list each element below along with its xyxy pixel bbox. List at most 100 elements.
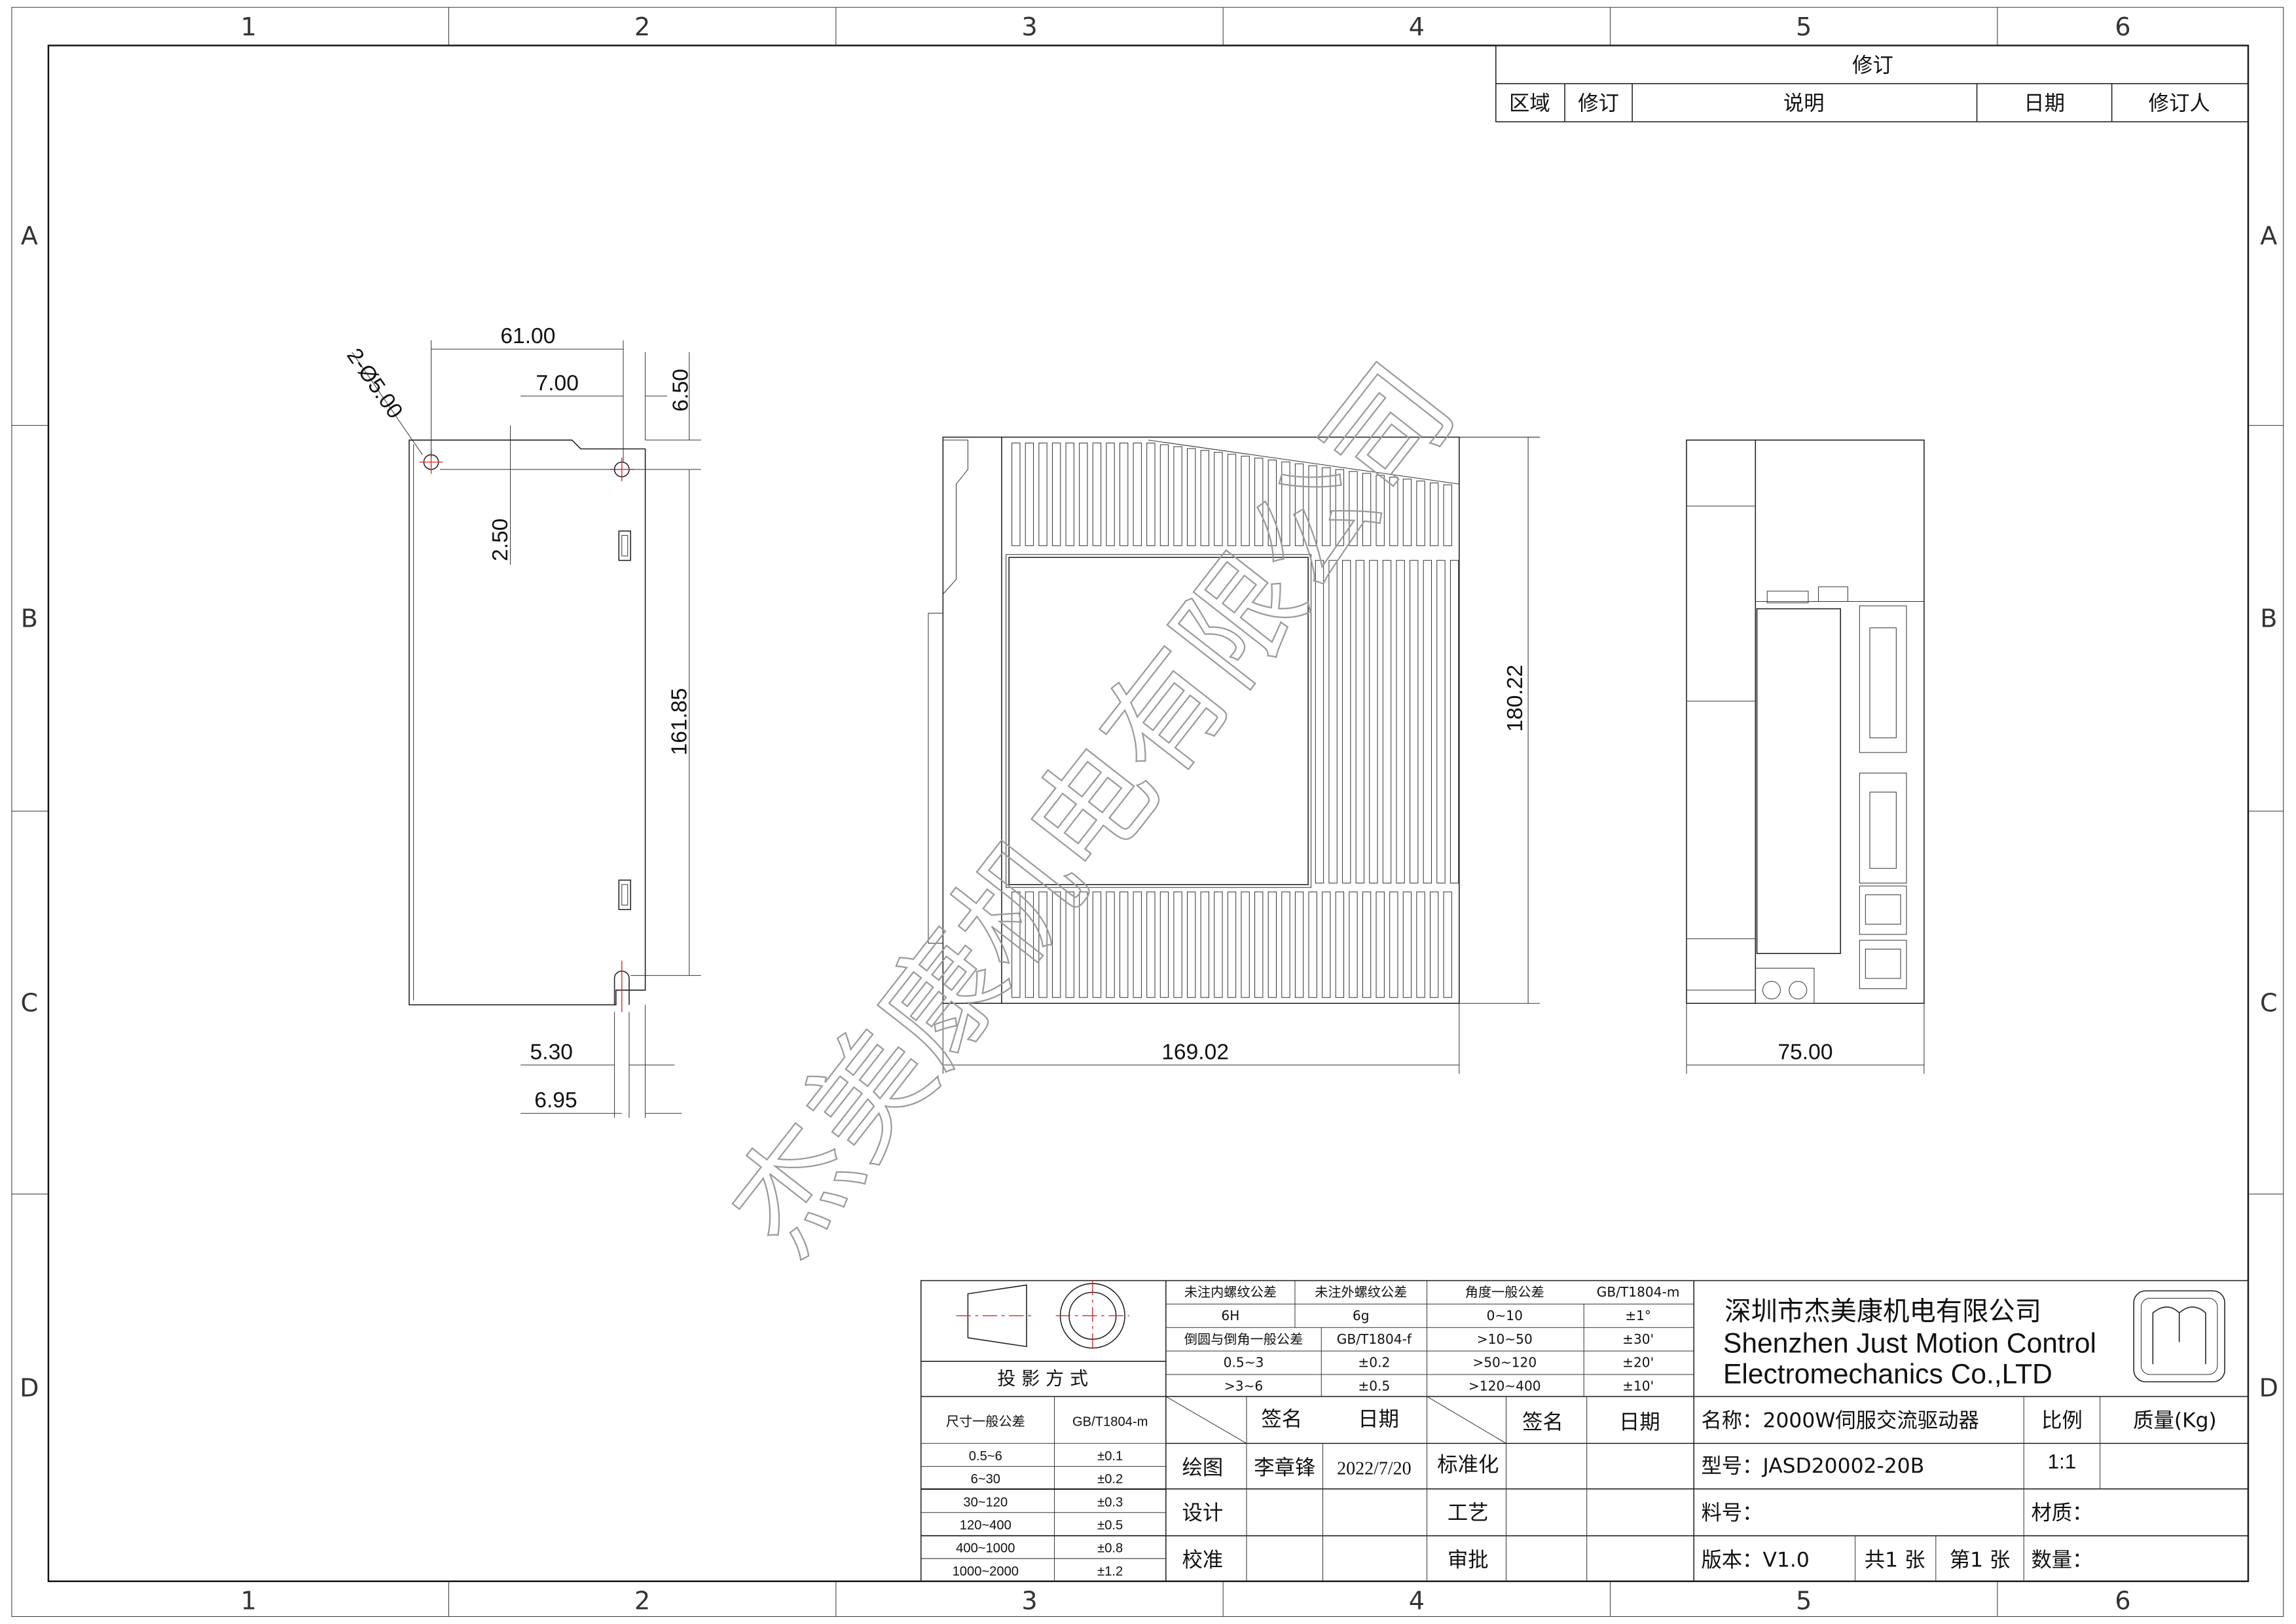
dim-6-5: 6.50 bbox=[669, 369, 693, 411]
material-label: 材质： bbox=[2031, 1502, 2092, 1525]
vent-slat bbox=[1294, 891, 1304, 998]
vent-slats bbox=[1011, 443, 1459, 998]
thread-table-cell: 0~10 bbox=[1487, 1308, 1523, 1323]
vent-slat bbox=[1065, 443, 1074, 546]
vent-slat bbox=[1443, 891, 1452, 998]
vent-slat bbox=[1092, 891, 1102, 998]
zone-column-label: 6 bbox=[2115, 12, 2130, 41]
tolerance-range: 400~1000 bbox=[956, 1541, 1015, 1556]
revision-header-date: 日期 bbox=[2024, 92, 2065, 115]
vent-slat bbox=[1349, 471, 1358, 546]
vent-slat bbox=[1389, 477, 1398, 546]
zone-row-label: D bbox=[20, 1374, 39, 1403]
zone-column-label: 4 bbox=[1409, 1586, 1425, 1615]
vent-slat bbox=[1376, 475, 1385, 546]
dim-hole: 2-Ø5.00 bbox=[342, 344, 407, 423]
vent-slat bbox=[1382, 560, 1392, 884]
tolerance-value: ±0.2 bbox=[1097, 1472, 1123, 1486]
dim-6-95: 6.95 bbox=[534, 1088, 577, 1113]
revision-header-zone: 区域 bbox=[1509, 92, 1550, 115]
vent-slat bbox=[1369, 560, 1378, 884]
vent-slat bbox=[1173, 891, 1182, 998]
scale-value: 1:1 bbox=[2048, 1450, 2077, 1473]
vent-slat bbox=[1416, 891, 1425, 998]
vent-slat bbox=[1436, 560, 1446, 884]
vent-slat bbox=[1241, 891, 1250, 998]
vent-slat bbox=[1038, 443, 1048, 546]
thread-table-cell: 未注外螺纹公差 bbox=[1315, 1284, 1407, 1300]
vent-slat bbox=[1389, 891, 1398, 998]
vent-slat bbox=[1281, 461, 1290, 546]
vent-slat bbox=[1119, 891, 1129, 998]
drawer-name: 李章锋 bbox=[1254, 1456, 1315, 1479]
thread-table-cell: GB/T1804-m bbox=[1597, 1284, 1680, 1300]
vent-slat bbox=[1214, 891, 1223, 998]
zone-column-label: 1 bbox=[241, 12, 257, 41]
vent-slat bbox=[1410, 560, 1419, 884]
front-window bbox=[1008, 557, 1309, 885]
zone-column-label: 3 bbox=[1021, 12, 1037, 41]
tolerance-range: 120~400 bbox=[960, 1518, 1011, 1532]
vent-slat bbox=[1159, 444, 1169, 546]
tolerance-value: ±0.5 bbox=[1097, 1518, 1123, 1532]
vent-slat bbox=[1038, 891, 1048, 998]
thread-table-cell: 未注内螺纹公差 bbox=[1184, 1284, 1277, 1300]
vent-slat bbox=[1342, 560, 1351, 884]
projection-label: 投 影 方 式 bbox=[997, 1368, 1088, 1390]
revision-header-desc: 说明 bbox=[1783, 92, 1825, 115]
product-model: 型号：JASD20002-20B bbox=[1701, 1454, 1924, 1478]
thread-table-cell: >50~120 bbox=[1472, 1355, 1537, 1371]
revision-table: 修订 区域 修订 说明 日期 修订人 bbox=[1495, 45, 2249, 122]
vent-slat bbox=[1146, 443, 1156, 546]
company-name-en-2: Electromechanics Co.,LTD bbox=[1723, 1358, 2052, 1390]
company-logo-icon bbox=[2133, 1290, 2225, 1382]
role-draw: 绘图 bbox=[1182, 1456, 1223, 1479]
vent-slat bbox=[1402, 891, 1412, 998]
thread-table-cell: ±10' bbox=[1622, 1378, 1654, 1394]
front-view: 180.22 169.02 bbox=[928, 436, 1540, 1074]
thread-table-cell: GB/T1804-f bbox=[1337, 1331, 1412, 1347]
draw-date: 2022/7/20 bbox=[1337, 1458, 1412, 1479]
tolerance-value: ±0.3 bbox=[1097, 1495, 1123, 1509]
vent-slat bbox=[1011, 443, 1021, 546]
dim-7: 7.00 bbox=[536, 371, 579, 396]
date-header-1: 日期 bbox=[1358, 1407, 1399, 1431]
vent-slat bbox=[1322, 467, 1331, 546]
thread-table-cell: 6g bbox=[1353, 1308, 1370, 1323]
vent-slat bbox=[1443, 484, 1452, 546]
role-approve: 审批 bbox=[1448, 1548, 1489, 1572]
front-door bbox=[1756, 608, 1842, 954]
vent-slat bbox=[1173, 446, 1182, 546]
vent-slat bbox=[1281, 891, 1290, 998]
quantity-label: 数量： bbox=[2031, 1548, 2092, 1572]
vent-slat bbox=[1376, 891, 1385, 998]
vent-slat bbox=[1106, 891, 1115, 998]
zone-column-label: 6 bbox=[2115, 1586, 2130, 1615]
revision-header-reviser: 修订人 bbox=[2149, 92, 2210, 115]
company-name-cn: 深圳市杰美康机电有限公司 bbox=[1724, 1296, 2041, 1327]
role-process: 工艺 bbox=[1448, 1502, 1489, 1525]
vent-slat bbox=[1227, 891, 1237, 998]
vent-slat bbox=[1308, 465, 1317, 546]
zone-row-label: A bbox=[2260, 221, 2277, 250]
vent-slat bbox=[1119, 443, 1129, 546]
thread-table-cell: ±0.5 bbox=[1358, 1378, 1390, 1394]
vent-slat bbox=[1079, 891, 1088, 998]
sheet-number: 第1 张 bbox=[1950, 1548, 2011, 1572]
zone-column-label: 2 bbox=[634, 1586, 650, 1615]
vent-slat bbox=[1106, 443, 1115, 546]
sign-header-1: 签名 bbox=[1261, 1407, 1302, 1431]
zone-row-label: A bbox=[21, 221, 38, 250]
vent-slat bbox=[1335, 469, 1345, 546]
vent-slat bbox=[1449, 560, 1459, 884]
vent-slat bbox=[1187, 448, 1196, 546]
connector-side-view: 75.00 bbox=[1686, 439, 1925, 1074]
vent-slat bbox=[1396, 560, 1405, 884]
vent-slat bbox=[1349, 891, 1358, 998]
tolerance-header: 尺寸一般公差 bbox=[946, 1413, 1025, 1429]
revision-header-rev: 修订 bbox=[1578, 92, 1619, 115]
vent-slat bbox=[1025, 891, 1034, 998]
